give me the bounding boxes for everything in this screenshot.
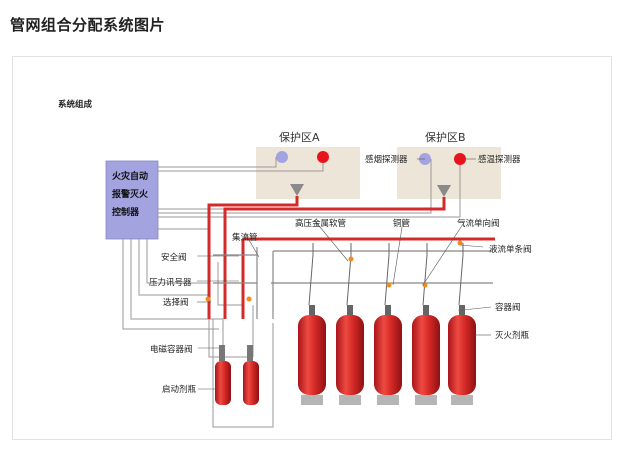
fire-alarm-controller: 火灾自动 报警灭火 控制器 — [105, 160, 159, 240]
label-safety-valve: 安全阀 — [161, 252, 187, 263]
callout-lines — [197, 158, 492, 390]
label-starter-bottle: 启动剂瓶 — [162, 384, 197, 395]
page-title: 管网组合分配系统图片 — [10, 16, 166, 34]
label-heat-detector: 感温探测器 — [478, 154, 521, 165]
starter-bottle — [243, 345, 259, 405]
label-copper-pipe: 铜管 — [393, 218, 410, 229]
controller-line-3: 控制器 — [112, 206, 140, 218]
agent-cylinders — [298, 305, 476, 405]
controller-line-2: 报警灭火 — [112, 188, 149, 200]
manifold-pipes — [213, 247, 493, 319]
system-diagram: 系统组成 保护区A 保护区B 火灾自动 报警灭火 控制器 — [58, 99, 532, 428]
nozzle-b — [437, 185, 451, 197]
starter-bottles — [215, 345, 259, 405]
section-label: 系统组成 — [58, 99, 93, 110]
label-gas-check-valve: 气流单向阀 — [457, 218, 500, 229]
agent-cylinder — [412, 305, 440, 405]
label-manifold: 集流管 — [232, 232, 258, 243]
zone-b-title: 保护区B — [425, 130, 466, 144]
agent-cylinder — [336, 305, 364, 405]
smoke-detector-a — [276, 151, 288, 163]
agent-cylinder — [298, 305, 326, 405]
agent-cylinder — [448, 305, 476, 405]
controller-line-1: 火灾自动 — [112, 170, 148, 182]
label-pressure-switch: 压力讯号器 — [149, 277, 192, 288]
starter-bottle — [215, 345, 231, 405]
label-solenoid-valve: 电磁容器阀 — [150, 344, 193, 355]
label-liquid-check-valve: 液流单条阀 — [489, 244, 532, 255]
heat-detector-b — [454, 153, 466, 165]
nozzle-a — [290, 184, 304, 196]
label-hp-hose: 高压金属软管 — [295, 218, 346, 229]
diagram-frame: 系统组成 保护区A 保护区B 火灾自动 报警灭火 控制器 — [12, 56, 612, 440]
label-smoke-detector: 感烟探测器 — [365, 154, 408, 165]
agent-cylinder — [374, 305, 402, 405]
zone-a-title: 保护区A — [279, 130, 320, 144]
zone-b: 保护区B — [397, 130, 501, 199]
label-container-valve: 容器阀 — [495, 302, 521, 313]
label-agent-bottle: 灭火剂瓶 — [495, 330, 530, 341]
heat-detector-a — [317, 151, 329, 163]
copper-pipes — [308, 243, 464, 306]
label-selector-valve: 选择阀 — [163, 297, 189, 308]
zone-a: 保护区A — [256, 130, 360, 199]
